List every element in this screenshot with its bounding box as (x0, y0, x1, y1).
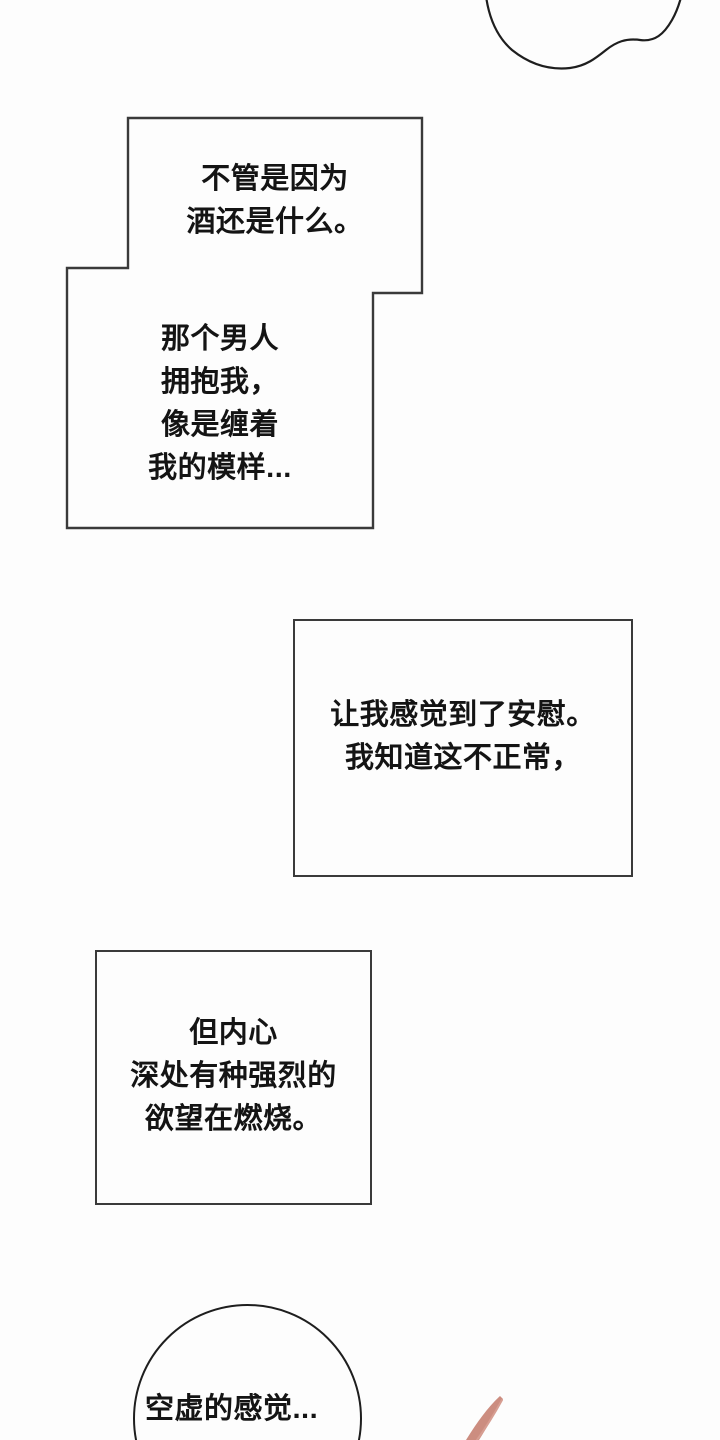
panel1-caption-top: 不管是因为 酒还是什么。 (186, 163, 364, 238)
panel2-caption: 让我感觉到了安慰。 我知道这不正常， (330, 699, 596, 774)
panel-stepped-balloon-outline (65, 116, 424, 530)
panel4-caption: 空虚的感觉... (145, 1393, 319, 1425)
panel-rect-lower (95, 950, 372, 1205)
panel3-caption: 但内心 深处有种强烈的 欲望在燃烧。 (130, 1017, 337, 1135)
panel1-caption-bottom: 那个男人 拥抱我， 像是缠着 我的模样... (148, 323, 292, 484)
panel-rect-middle (293, 619, 633, 877)
